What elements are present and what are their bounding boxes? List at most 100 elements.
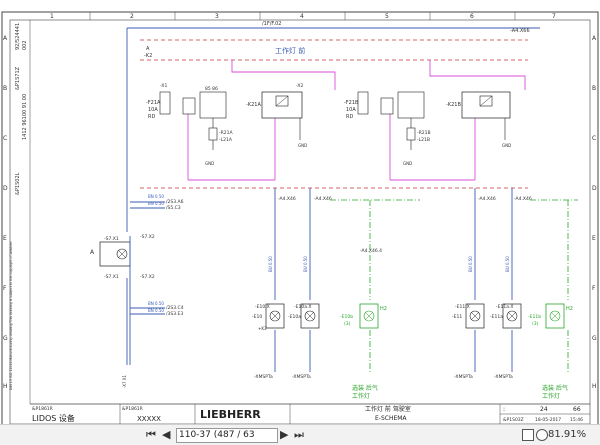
lamp-right-note-1: 选装 后气 — [542, 384, 568, 392]
switch-a-body — [182, 97, 196, 115]
right-resistor: -R21B — [417, 130, 431, 136]
lamp-left-k3: +K3 — [258, 326, 267, 331]
fuse-b-body — [357, 91, 369, 115]
fuse-a-rating: 10A — [148, 107, 158, 113]
bus-line-label: /1F/F.02 — [262, 21, 281, 27]
lamp-e11a-ref: -E11a.X — [496, 304, 513, 310]
page-number-input[interactable]: 110-37 (487 / 63 — [176, 428, 278, 443]
lamp-e10a-ref: -E10a.X — [294, 304, 311, 310]
row-b-left: B — [3, 85, 7, 92]
tb-mid-name: XXXXX — [137, 415, 161, 423]
connector-row: -A4.X46 -A4.X46 -A4.X46 -A4.X46 -A4.X46.… — [278, 196, 532, 254]
switch-block: A -S7.X1 -S7.X2 -S7.X1 -S7.X2 /2S3.A6 /S… — [90, 194, 184, 388]
col-5: 5 — [385, 13, 389, 20]
left-resistor-2: -L21A — [219, 137, 233, 143]
lamp-e11a-icon — [506, 310, 518, 322]
row-f-left: F — [3, 285, 7, 292]
tb-title-cn: 工作灯 前 驾驶室 — [365, 405, 411, 413]
row-b: B — [592, 85, 596, 92]
fuse-b-type: RD — [346, 114, 353, 120]
row-e: E — [592, 235, 596, 242]
fit-page-icon[interactable] — [522, 429, 534, 441]
zoom-icon[interactable] — [536, 429, 548, 441]
lamp-e10-ref: -E10.X — [255, 304, 270, 310]
switch-block-body — [99, 241, 131, 267]
bus-right-ref: -A4.X66 — [510, 28, 530, 34]
switch-ref-bottom-2: /3S3.E3 — [166, 311, 183, 317]
margin-vertical-note: DIN 19 ISO 15016 Manufacturing drawing/T… — [9, 240, 13, 390]
relay-b-box — [397, 91, 425, 119]
switch-lamp-icon — [116, 248, 128, 260]
lamp-e11b-sub: (3) — [532, 321, 539, 327]
col-7: 7 — [552, 13, 556, 20]
next-page-button[interactable]: ▶ — [280, 428, 289, 441]
lamp-left-conn-2: -XMSPTa — [292, 374, 311, 380]
col-6: 6 — [470, 13, 474, 20]
tb-title-en: E-SCHEMA — [375, 415, 407, 422]
col-3: 3 — [215, 13, 219, 20]
switch-wire-2: BN 0.50 — [148, 201, 164, 206]
wire-label-1: BU 0.50 — [268, 256, 273, 272]
top-bus: /1F/F.02 -A4.X66 A -K2 — [126, 21, 540, 232]
right-circuit: -F21B 10A RD -R21B -L21B GND -K21B GND — [344, 91, 511, 166]
tb-left-code: &P1861R — [32, 406, 53, 412]
lamp-e10-icon — [269, 310, 281, 322]
tb-mid-code: &P1861R — [122, 406, 143, 412]
right-relay-label: -K21B — [446, 102, 461, 108]
wire-labels: BU 0.50 BU 0.50 BU 0.50 BU 0.50 — [268, 256, 510, 272]
green-optional-wires — [330, 199, 578, 372]
resistor-b — [406, 127, 416, 141]
conn-x46-1: -A4.X46 — [278, 196, 296, 202]
right-resistor-2: -L21B — [417, 137, 430, 143]
tb-date: 18-05-2017 — [535, 417, 561, 423]
lamp-e10a-icon — [304, 310, 316, 322]
prev-page-button[interactable]: ◀ — [162, 428, 171, 441]
left-gnd: GND — [205, 161, 214, 166]
tb-sheet-total: 66 — [573, 406, 581, 413]
switch-b-body — [380, 97, 394, 115]
switch-ref-top-2: /S5.C3 — [166, 205, 181, 211]
tb-time: 15:46 — [570, 417, 583, 423]
conn-x46-2: -A4.X46 — [314, 196, 332, 202]
right-gnd-2: GND — [502, 143, 511, 148]
fuse-b-label: -F21B — [344, 100, 359, 106]
row-e-left: E — [3, 235, 7, 242]
row-f: F — [592, 285, 596, 292]
row-h-left: H — [3, 383, 8, 390]
resistor-a — [208, 127, 218, 141]
tb-sheet-no: 24 — [540, 406, 548, 413]
row-g-left: G — [3, 335, 8, 342]
doc-no-2: 002 — [22, 40, 28, 50]
lamp-e11b-name: -E11b — [528, 314, 541, 320]
lamp-left-h2: H2 — [380, 306, 387, 312]
row-ruler-left: A B C D E F G H — [3, 35, 8, 390]
lamp-left-conn-1: -XMSPTa — [254, 374, 273, 380]
lamp-e10b-name: -E10b — [340, 314, 353, 320]
lamp-e11-ref: -E11.X — [455, 304, 470, 310]
row-c: C — [592, 135, 596, 142]
fuse-a-label: -F21A — [146, 100, 161, 106]
row-h: H — [592, 383, 597, 390]
row-a-left: A — [3, 35, 8, 42]
last-page-button[interactable]: ⏭ — [294, 428, 304, 441]
left-k1: -X1 — [160, 83, 167, 89]
left-resistor: -R21A — [219, 130, 233, 136]
tb-sheet-sep: : — [503, 406, 505, 413]
tb-left-name: LIDOS 设备 — [32, 413, 75, 423]
lamps-left: -E10.X -E10 -E10a.X -E10a -E10b (3) H2 +… — [252, 303, 387, 400]
row-c-left: C — [3, 135, 7, 142]
lamp-e11b-icon — [549, 310, 561, 322]
left-k2: -X2 — [296, 83, 303, 89]
tb-right-code: &P1S03Z — [503, 417, 524, 423]
col-4: 4 — [300, 13, 304, 20]
fuse-a-body — [159, 91, 171, 115]
red-dashed-bus — [140, 39, 528, 189]
col-1: 1 — [50, 13, 54, 20]
switch-ref-bottom-1: /2S3.C4 — [166, 305, 184, 311]
left-relay-contacts: 85 86 — [205, 86, 218, 92]
switch-s2: -S7.X2 — [140, 234, 155, 240]
first-page-button[interactable]: ⏮ — [146, 428, 156, 441]
switch-ref-top-1: /2S3.A6 — [166, 199, 184, 205]
conn-x46-5: -A4.X46.4 — [360, 248, 382, 254]
conn-x46-4: -A4.X46 — [514, 196, 532, 202]
